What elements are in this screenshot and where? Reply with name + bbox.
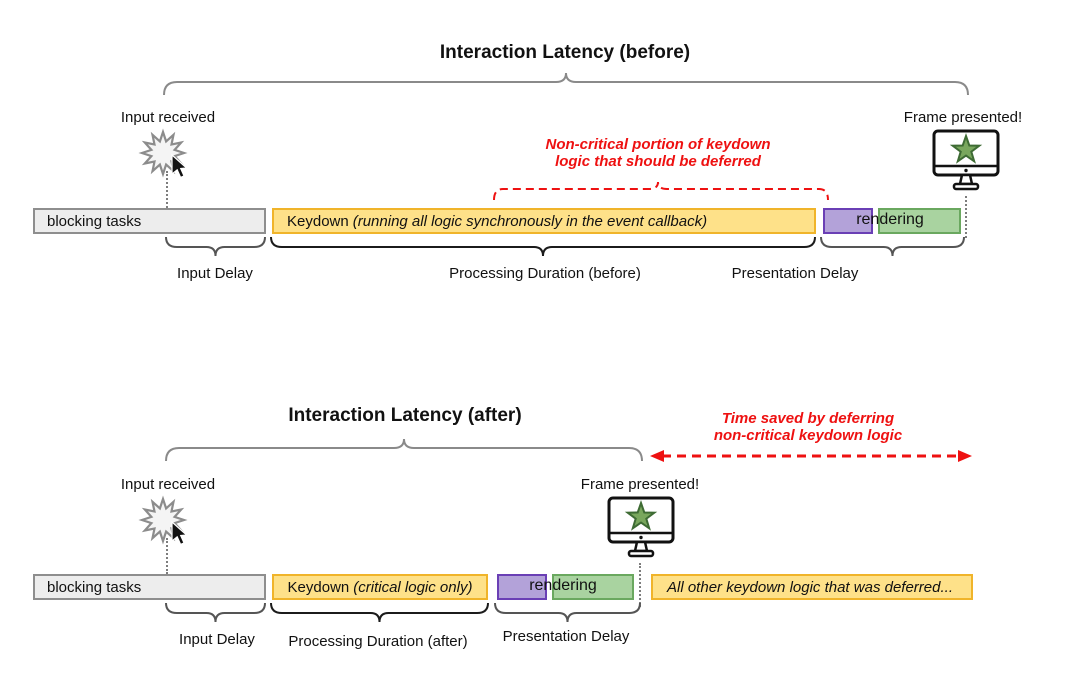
- style-layout-bar-after: [497, 574, 547, 600]
- keydown-bar-after: Keydown (critical logic only): [272, 574, 488, 600]
- presentation-delay-label-before: Presentation Delay: [731, 265, 859, 282]
- starburst-click-icon-after: [138, 495, 189, 546]
- processing-duration-label-after: Processing Duration (after): [288, 633, 468, 650]
- non-critical-dashed-brace: [493, 181, 829, 201]
- bar-label: blocking tasks: [47, 212, 142, 230]
- frame-presented-label-after: Frame presented!: [580, 476, 700, 493]
- presentation-delay-brace-after: [494, 602, 641, 623]
- presentation-delay-brace-before: [820, 236, 965, 257]
- annotation-line-2: non-critical keydown logic: [713, 427, 903, 444]
- rendering-label-before: rendering: [856, 211, 924, 228]
- paint-bar-before: [878, 208, 961, 234]
- frame-presented-label-before: Frame presented!: [903, 109, 1023, 126]
- time-saved-annotation: Time saved by deferring non-critical key…: [658, 410, 958, 444]
- rendering-label-after: rendering: [529, 577, 597, 594]
- monitor-with-star-icon-after: [607, 496, 675, 558]
- style-layout-bar-before: [823, 208, 873, 234]
- mouse-cursor-icon: [171, 520, 189, 546]
- input-time-connector-before: [166, 171, 168, 208]
- input-delay-label-after: Input Delay: [179, 631, 255, 648]
- processing-duration-brace-before: [270, 236, 816, 257]
- blocking-tasks-bar-after: blocking tasks: [33, 574, 266, 600]
- input-delay-brace-after: [165, 602, 266, 623]
- input-time-connector-after: [166, 538, 168, 574]
- monitor-with-star-icon-before: [932, 129, 1000, 191]
- input-received-label-after: Input received: [120, 476, 216, 493]
- mouse-cursor-icon: [171, 153, 189, 179]
- input-delay-brace-before: [165, 236, 266, 257]
- blocking-tasks-bar-before: blocking tasks: [33, 208, 266, 234]
- bar-label: Keydown: [287, 578, 350, 596]
- frame-time-connector-after: [639, 563, 641, 607]
- starburst-click-icon-before: [138, 128, 189, 179]
- processing-duration-brace-after: [270, 602, 489, 623]
- frame-time-connector-before: [965, 196, 967, 238]
- star-icon: [624, 499, 658, 531]
- processing-duration-label-before: Processing Duration (before): [449, 265, 641, 282]
- input-delay-label-before: Input Delay: [177, 265, 253, 282]
- paint-bar-after: [552, 574, 634, 600]
- bar-label-detail: (running all logic synchronously in the …: [352, 212, 708, 230]
- title-after: Interaction Latency (after): [288, 405, 522, 426]
- bar-label: All other keydown logic that was deferre…: [667, 578, 953, 596]
- bar-label-detail: (critical logic only): [353, 578, 473, 596]
- star-icon: [949, 132, 983, 164]
- keydown-bar-before: Keydown (running all logic synchronously…: [272, 208, 816, 234]
- bar-label: blocking tasks: [47, 578, 142, 596]
- latency-brace-before: [163, 72, 969, 96]
- input-received-label-before: Input received: [120, 109, 216, 126]
- title-before: Interaction Latency (before): [439, 42, 691, 63]
- annotation-line-1: Time saved by deferring: [721, 410, 895, 427]
- deferred-keydown-bar: All other keydown logic that was deferre…: [651, 574, 973, 600]
- latency-brace-after: [165, 438, 643, 462]
- annotation-line-2: logic that should be deferred: [555, 153, 761, 170]
- presentation-delay-label-after: Presentation Delay: [502, 628, 630, 645]
- deferred-annotation-before: Non-critical portion of keydown logic th…: [508, 136, 808, 170]
- bar-label: Keydown: [287, 212, 349, 230]
- time-saved-dashed-arrow: [650, 450, 972, 462]
- annotation-line-1: Non-critical portion of keydown: [545, 136, 771, 153]
